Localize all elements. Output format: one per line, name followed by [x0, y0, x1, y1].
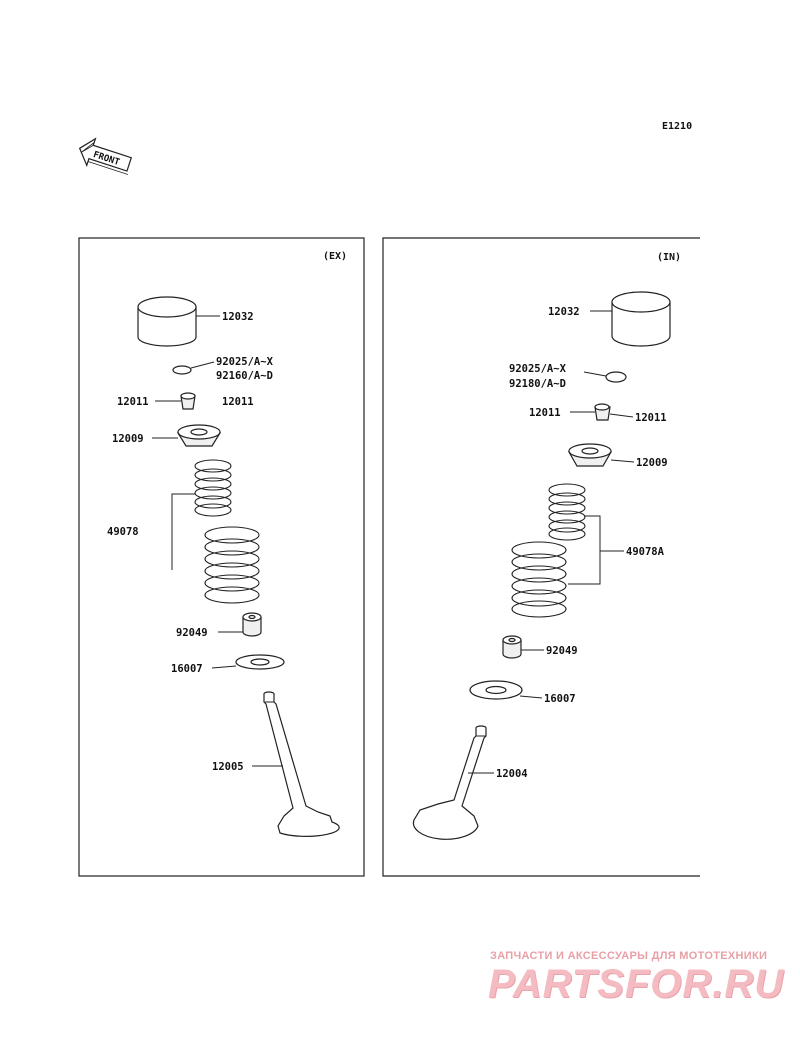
in-retainer: [567, 443, 613, 467]
ex-valve: [263, 691, 340, 837]
ex-tappet: [137, 296, 197, 347]
panel-exhaust-frame: [78, 237, 365, 877]
panel-intake-tag: (IN): [657, 252, 681, 263]
diagram-code: E1210: [662, 121, 692, 132]
ex-retainer: [176, 424, 222, 447]
in-spring-outer: [511, 541, 567, 618]
ex-stem-seal: [242, 612, 262, 637]
in-label-springs: 49078A: [626, 546, 665, 558]
in-shim: [605, 371, 627, 383]
ex-label-cotter-right: 12011: [222, 396, 254, 408]
ex-label-shim-a: 92025/A~X: [216, 356, 274, 368]
panel-intake-frame: [382, 237, 700, 877]
ex-label-seat: 16007: [171, 663, 203, 675]
ex-label-seal: 92049: [176, 627, 208, 639]
ex-spring-outer: [204, 526, 260, 604]
ex-spring-inner: [194, 459, 232, 517]
in-label-retainer: 12009: [636, 457, 668, 469]
in-label-cotter-right: 12011: [635, 412, 667, 424]
in-label-seal: 92049: [546, 645, 578, 657]
watermark-tagline: ЗАПЧАСТИ И АКСЕССУАРЫ ДЛЯ МОТОТЕХНИКИ: [490, 950, 768, 962]
in-label-shim-a: 92025/A~X: [509, 363, 567, 375]
panel-exhaust-tag: (EX): [323, 251, 347, 262]
in-cotter: [594, 403, 611, 421]
in-label-shim-b: 92180/A~D: [509, 378, 566, 390]
in-spring-seat: [469, 680, 523, 700]
in-label-cotter-left: 12011: [529, 407, 561, 419]
ex-label-cotter-left: 12011: [117, 396, 149, 408]
in-spring-inner: [548, 483, 586, 541]
in-valve: [412, 725, 487, 840]
watermark-brand-logo: PARTSFOR.RU: [488, 962, 785, 1006]
in-label-seat: 16007: [544, 693, 576, 705]
ex-label-retainer: 12009: [112, 433, 144, 445]
panel-exhaust: (EX) 12032 92025/A~X 92160/A~D 12011 120…: [78, 237, 365, 877]
ex-label-tappet: 12032: [222, 311, 254, 323]
panel-intake: (IN) 12032 92025/A~X 92180/A~D 12011 120…: [382, 237, 700, 877]
ex-label-springs: 49078: [107, 526, 139, 538]
in-tappet: [611, 291, 671, 347]
front-arrow-icon: FRONT: [78, 137, 133, 175]
ex-spring-seat: [235, 654, 285, 670]
in-label-tappet: 12032: [548, 306, 580, 318]
in-stem-seal: [502, 635, 522, 659]
ex-label-shim-b: 92160/A~D: [216, 370, 273, 382]
ex-label-valve: 12005: [212, 761, 244, 773]
in-label-valve: 12004: [496, 768, 528, 780]
ex-cotter: [180, 392, 196, 410]
ex-shim: [172, 365, 192, 375]
